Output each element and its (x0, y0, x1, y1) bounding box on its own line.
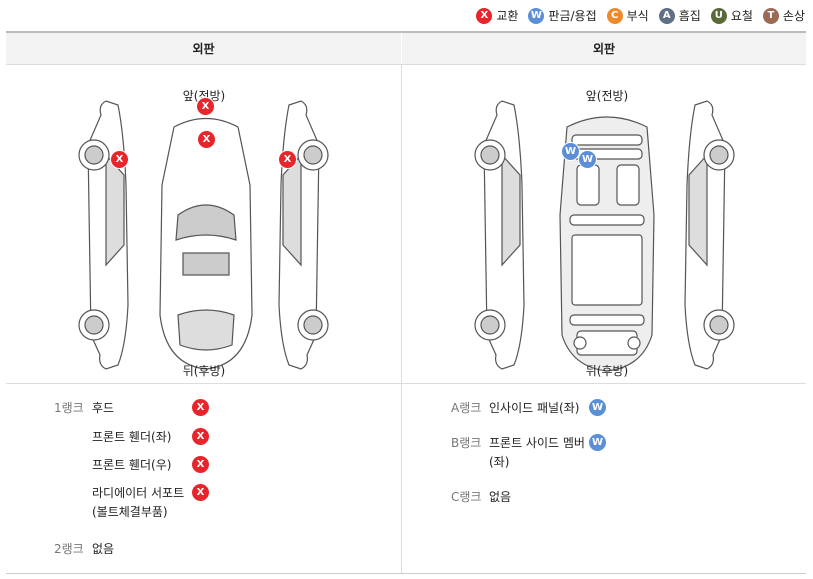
list-item: B랭크 프론트 사이드 멤버 (좌) W (451, 434, 606, 472)
weld-marker-side-member[interactable]: W (579, 151, 596, 168)
replace-icon: X (192, 399, 209, 416)
part-name: 없음 (489, 490, 512, 504)
front-label: 앞(전방) (182, 89, 226, 103)
legend-label: 손상 (782, 9, 805, 23)
corrosion-icon: C (606, 7, 623, 24)
part-name: 프론트 사이드 멤버 (좌) (489, 436, 585, 469)
legend-item-scratch: A 흠집 (658, 7, 701, 24)
part-name: 프론트 휀더(좌) (92, 430, 172, 444)
list-item: 프론트 휀더(좌) X (54, 428, 209, 447)
list-item: C랭크 없음 (451, 488, 589, 507)
legend-label: 교환 (496, 9, 519, 23)
left-header: 외판 (6, 33, 401, 65)
replace-icon: X (192, 484, 209, 501)
rank-label: C랭크 (451, 490, 482, 504)
front-label: 앞(전방) (585, 89, 629, 103)
list-item: 프론트 휀더(우) X (54, 456, 209, 475)
rear-label: 뒤(후방) (585, 364, 629, 378)
part-name: 후드 (92, 401, 115, 415)
legend-item-weld: W 판금/용접 (528, 7, 597, 24)
rank-label: 1랭크 (54, 401, 84, 415)
replace-icon: X (192, 428, 209, 445)
part-name: 라디에이터 서포트 (볼트체결부품) (92, 486, 185, 519)
legend-item-damage: T 손상 (762, 7, 805, 24)
scratch-icon: A (658, 7, 675, 24)
exterior-diagram: 앞(전방) 뒤(후방) X X X X (6, 65, 401, 383)
rank-label: A랭크 (451, 401, 482, 415)
replace-marker-fender-left[interactable]: X (111, 151, 128, 168)
replace-marker-hood[interactable]: X (198, 131, 215, 148)
rank-label: 2랭크 (54, 542, 84, 556)
legend-label: 부식 (626, 9, 649, 23)
inspection-table: 외판 외판 앞(전방) 뒤(후방) (6, 31, 806, 574)
legend-item-dent: U 요철 (710, 7, 753, 24)
replace-marker-radiator[interactable]: X (197, 98, 214, 115)
frame-diagram: 앞(전방) 뒤(후방) W W (402, 65, 806, 383)
list-item: 2랭크 없음 (54, 540, 192, 559)
column-divider (401, 64, 402, 573)
list-item: 1랭크 후드 X (54, 399, 209, 418)
dent-icon: U (710, 7, 727, 24)
weld-marker-inside-panel[interactable]: W (562, 143, 579, 160)
legend-item-replace: X 교환 (476, 7, 518, 24)
weld-icon: W (589, 434, 606, 451)
rank-label: B랭크 (451, 436, 482, 450)
row-divider (6, 383, 806, 384)
legend-label: 요철 (730, 9, 753, 23)
part-name: 프론트 휀더(우) (92, 458, 172, 472)
list-item: A랭크 인사이드 패널(좌) W (451, 399, 606, 418)
part-name: 인사이드 패널(좌) (489, 401, 580, 415)
list-item: 라디에이터 서포트 (볼트체결부품) X (54, 484, 209, 522)
replace-icon: X (476, 7, 493, 24)
legend-label: 판금/용접 (548, 9, 597, 23)
damage-icon: T (762, 7, 779, 24)
replace-marker-fender-right[interactable]: X (279, 151, 296, 168)
damage-legend: X 교환 W 판금/용접 C 부식 A 흠집 U 요철 T 손상 (476, 7, 805, 24)
legend-label: 흠집 (678, 9, 701, 23)
weld-icon: W (589, 399, 606, 416)
exterior-car-drawing (78, 100, 329, 370)
right-header: 외판 (402, 33, 806, 65)
frame-car-drawing (474, 100, 735, 372)
replace-icon: X (192, 456, 209, 473)
weld-icon: W (528, 7, 545, 24)
part-name: 없음 (92, 542, 115, 556)
rear-label: 뒤(후방) (182, 364, 226, 378)
legend-item-corrosion: C 부식 (606, 7, 649, 24)
